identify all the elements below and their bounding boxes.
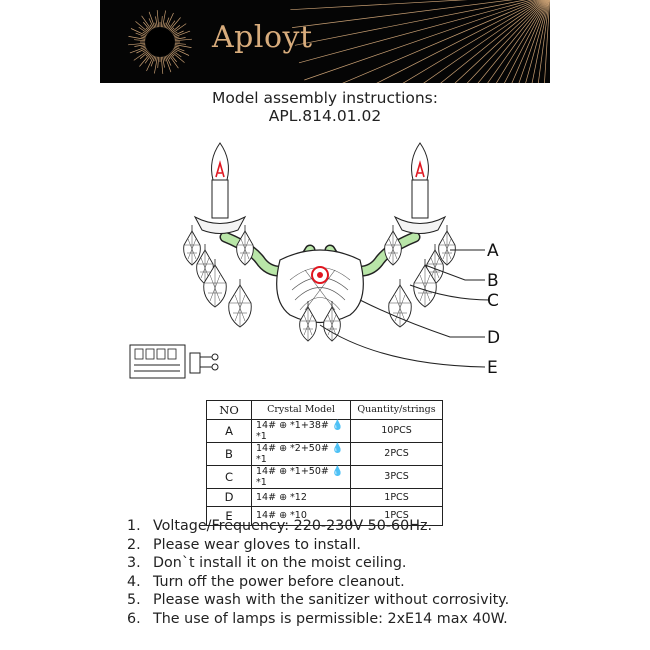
sunburst-decoration — [128, 0, 550, 83]
table-row: D 14# ⊕ *12 1PCS — [206, 487, 443, 507]
list-item: 5.Please wash with the sanitizer without… — [127, 592, 510, 608]
col-header-qty: Quantity/strings — [350, 400, 443, 420]
list-item: 1.Voltage/Frequency: 220-230V 50-60Hz. — [127, 518, 433, 534]
brand-logo-text: Aployt — [212, 20, 313, 55]
wiring-terminal-diagram — [129, 344, 219, 379]
callout-e: E — [487, 358, 498, 378]
table-row: E 14# ⊕ *10 1PCS — [206, 506, 443, 526]
callout-a: A — [487, 241, 499, 261]
crystal-drop-icon: 💧 — [331, 465, 344, 477]
callout-c: C — [487, 291, 499, 311]
list-item: 4.Turn off the power before cleanout. — [127, 573, 405, 590]
col-header-no: NO — [206, 400, 252, 420]
table-row: C 14# ⊕ *1+50# 💧 *1 3PCS — [206, 464, 443, 489]
list-item: 3.Don`t install it on the moist ceiling. — [127, 555, 407, 571]
crystal-drop-icon: 💧 — [331, 419, 344, 431]
list-item: 2.Please wear gloves to install. — [127, 536, 361, 553]
table-row: A 14# ⊕ *1+38# 💧 *1 10PCS — [206, 418, 443, 443]
callout-b: B — [487, 271, 499, 291]
crystal-drop-icon: 💧 — [331, 442, 344, 454]
model-number: APL.814.01.02 — [268, 107, 382, 125]
page-title: Model assembly instructions: — [212, 89, 438, 107]
col-header-model: Crystal Model — [251, 400, 351, 420]
table-row: B 14# ⊕ *2+50# 💧 *1 2PCS — [206, 441, 443, 466]
fixture-diagram: A B C D E — [129, 142, 500, 379]
instruction-list: 1.Voltage/Frequency: 220-230V 50-60Hz. 2… — [127, 517, 509, 628]
callout-d: D — [487, 328, 500, 348]
brand-banner: Aployt — [100, 0, 550, 83]
crystal-spec-table: NO Crystal Model Quantity/strings A 14# … — [206, 400, 443, 526]
list-item: 6.The use of lamps is permissible: 2xE14… — [127, 610, 508, 627]
